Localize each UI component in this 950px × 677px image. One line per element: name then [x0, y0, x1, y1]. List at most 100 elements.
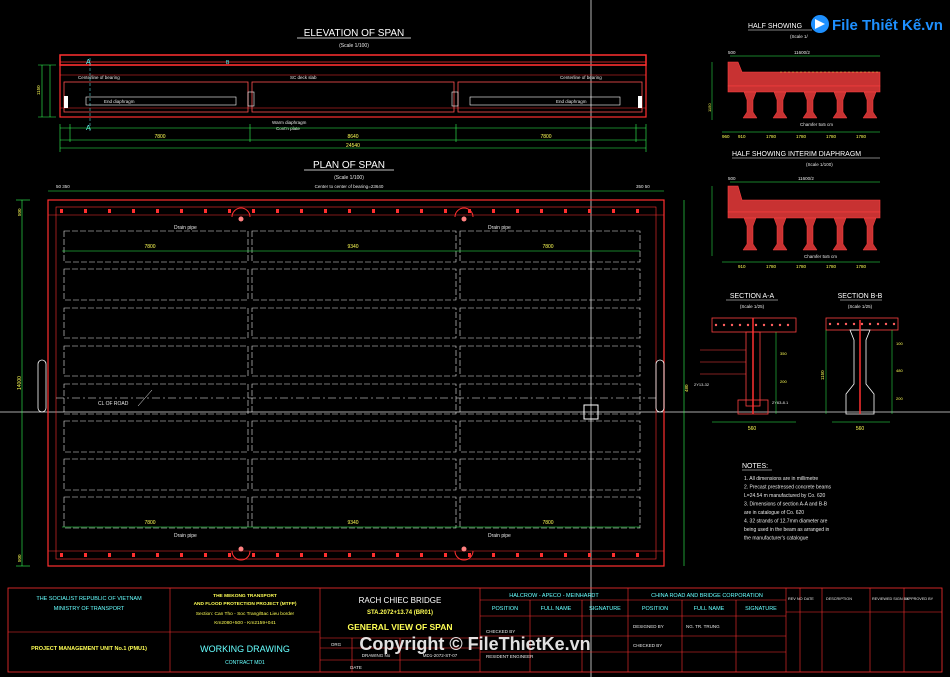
tb-date-label: DATE: [350, 665, 362, 670]
tb-col-position-2: POSITION: [642, 606, 668, 612]
tb-working-drawing: WORKING DRAWING: [200, 644, 290, 654]
section-mark-a-bottom: A: [86, 125, 91, 132]
tb-org-label: ORG: [331, 642, 342, 647]
tb-project-line1: THE MEKONG TRANSPORT: [213, 593, 277, 599]
tb-rev: REV NO: [788, 597, 803, 601]
title-block: THE SOCIALIST REPUBLIC OF VIETNAM MINIST…: [7, 587, 943, 673]
elevation-dim-mid: 8640: [347, 134, 358, 140]
tb-checked-by-2: CHECKED BY: [633, 643, 662, 648]
section-a-title: SECTION A-A: [730, 293, 775, 300]
tb-drawing-no: MD1-2072-ST-07: [423, 653, 458, 658]
drain-pipe-label-2: Drain pipe: [488, 225, 511, 231]
elevation-dim-total: 24540: [346, 143, 360, 149]
section-b-b: SECTION B-B (Scale 1/25) 560 1150 100 48…: [820, 293, 903, 432]
section-mark-a-top: A: [86, 59, 91, 66]
tb-col-position-1: POSITION: [492, 606, 518, 612]
svg-text:500: 500: [17, 554, 22, 562]
half-top-dim-1780-a: 1780: [766, 134, 777, 139]
tb-col-fullname-1: FULL NAME: [541, 606, 572, 612]
elevation-beam: [59, 64, 647, 118]
tb-col-fullname-2: FULL NAME: [694, 606, 725, 612]
elevation-left-bearing-label: Centerline of bearing: [78, 75, 120, 80]
tb-consultant: HALCROW - APECO - MEINHARDT: [509, 593, 599, 599]
elevation-end-diaphragm-right: End diaphragm: [556, 99, 587, 104]
half-top-dim-960: 960: [722, 134, 730, 139]
svg-text:1150: 1150: [707, 103, 712, 112]
plan-dim-left-bottom: 7800: [144, 520, 155, 526]
tb-country: THE SOCIALIST REPUBLIC OF VIETNAM: [36, 596, 142, 602]
half-bottom-dim-1780-c: 1780: [826, 264, 837, 269]
note-line: are in catalogue of Co. 620: [744, 510, 804, 516]
svg-text:200: 200: [780, 379, 787, 384]
svg-text:500: 500: [17, 208, 22, 216]
elevation-scale: (Scale 1/100): [339, 43, 369, 49]
section-b-width: 560: [856, 426, 865, 432]
tb-resident-engineer: RESIDENT ENGINEER: [486, 654, 534, 659]
elevation-warm-diaphragm: Warm diaphragm: [272, 120, 307, 125]
elevation-cont-plate: Cont'n plate: [276, 126, 300, 131]
half-showing-section-top: HALF SHOWING (Scale 1/ 11600/2 500 Chamf…: [707, 23, 881, 139]
plan-girder-grid: [63, 230, 641, 529]
elevation-dim-left: 7800: [154, 134, 165, 140]
svg-text:100: 100: [896, 341, 903, 346]
half-bottom-dim-1780-b: 1780: [796, 264, 807, 269]
note-line: 3. Dimensions of section A-A and B-B: [744, 502, 828, 508]
svg-text:200: 200: [896, 396, 903, 401]
tb-project-line2: AND FLOOD PROTECTION PROJECT (MTFP): [194, 601, 297, 607]
half-bottom-chamfer: Chamfer 5x5 cm: [804, 254, 837, 259]
plan-title: PLAN OF SPAN: [313, 160, 385, 171]
tb-contractor: CHINA ROAD AND BRIDGE CORPORATION: [651, 593, 763, 599]
half-top-dim-1780-b: 1780: [796, 134, 807, 139]
tb-approved: APPROVED BY: [906, 597, 934, 601]
half-top-title: HALF SHOWING: [748, 23, 802, 30]
note-line: being used in the beam as arranged in: [744, 527, 830, 533]
half-top-scale: (Scale 1/: [790, 34, 809, 39]
elevation-end-diaphragm-left: End diaphragm: [104, 99, 135, 104]
tb-description: DESCRIPTION: [826, 597, 852, 601]
cl-of-road-label: CL OF ROAD: [98, 401, 129, 407]
note-line: L=24.54 m manufactured by Co. 620: [744, 493, 826, 499]
half-bottom-scale: (Scale 1/100): [806, 162, 833, 167]
section-a-width: 560: [748, 426, 757, 432]
tb-pmu: PROJECT MANAGEMENT UNIT No.1 (PMU1): [31, 646, 147, 652]
tb-drawing-title: GENERAL VIEW OF SPAN: [347, 622, 452, 632]
plan-dim-left-top: 7800: [144, 244, 155, 250]
elevation-deck-slab: [59, 54, 647, 66]
section-a-scale: (Scale 1/25): [740, 304, 765, 309]
note-line: 2. Precast prestressed concrete beams: [744, 485, 831, 491]
note-line: the manufacturer's catalogue: [744, 536, 809, 542]
tb-checked-by-1: CHECKED BY: [486, 629, 515, 634]
half-showing-section-bottom: HALF SHOWING INTERIM DIAPHRAGM (Scale 1/…: [711, 151, 881, 269]
tb-col-signature-2: SIGNATURE: [745, 606, 777, 612]
svg-text:350: 350: [780, 351, 787, 356]
drain-pipe-label-1: Drain pipe: [174, 225, 197, 231]
watermark-logo: File Thiết Kế.vn: [832, 17, 943, 34]
tb-designer-name: NG. TR. TRUNG: [686, 624, 720, 629]
half-bottom-dim-1780-a: 1780: [766, 264, 777, 269]
tb-reviewed: REVIEWED SIGN BY: [872, 597, 909, 601]
plan-width-dim: 14000: [17, 376, 23, 390]
plan-dim-right-top: 7800: [542, 244, 553, 250]
tb-section-line: Section: Can Tho - Soc Trang/Bac Lieu bo…: [196, 611, 295, 617]
tb-designed-by: DESIGNED BY: [633, 624, 664, 629]
half-bottom-dim-910: 910: [738, 264, 746, 269]
section-a-label-2: 2Y63-8.1: [772, 400, 789, 405]
svg-text:480: 480: [896, 368, 903, 373]
half-bottom-width: 11600/2: [798, 176, 814, 181]
plan-railing-posts: [60, 209, 639, 557]
section-a-label-1: 2Y13-32: [694, 382, 710, 387]
watermark-copyright: Copyright © FileThietKe.vn: [359, 634, 590, 654]
cursor-pickbox[interactable]: [583, 404, 599, 420]
half-top-width: 11600/2: [794, 50, 810, 55]
tb-bridge: RACH CHIEC BRIDGE: [359, 596, 442, 605]
elevation-deck-label: SC deck slab: [290, 75, 317, 80]
note-line: 1. All dimensions are in millimetre: [744, 476, 818, 482]
half-top-dim-1780-d: 1780: [856, 134, 867, 139]
half-top-dim-1780-c: 1780: [826, 134, 837, 139]
tb-date-col: DATE: [804, 597, 814, 601]
plan-dim-right-bottom: 7800: [542, 520, 553, 526]
drain-pipe-label-4: Drain pipe: [488, 533, 511, 539]
half-top-dim-910: 910: [738, 134, 746, 139]
